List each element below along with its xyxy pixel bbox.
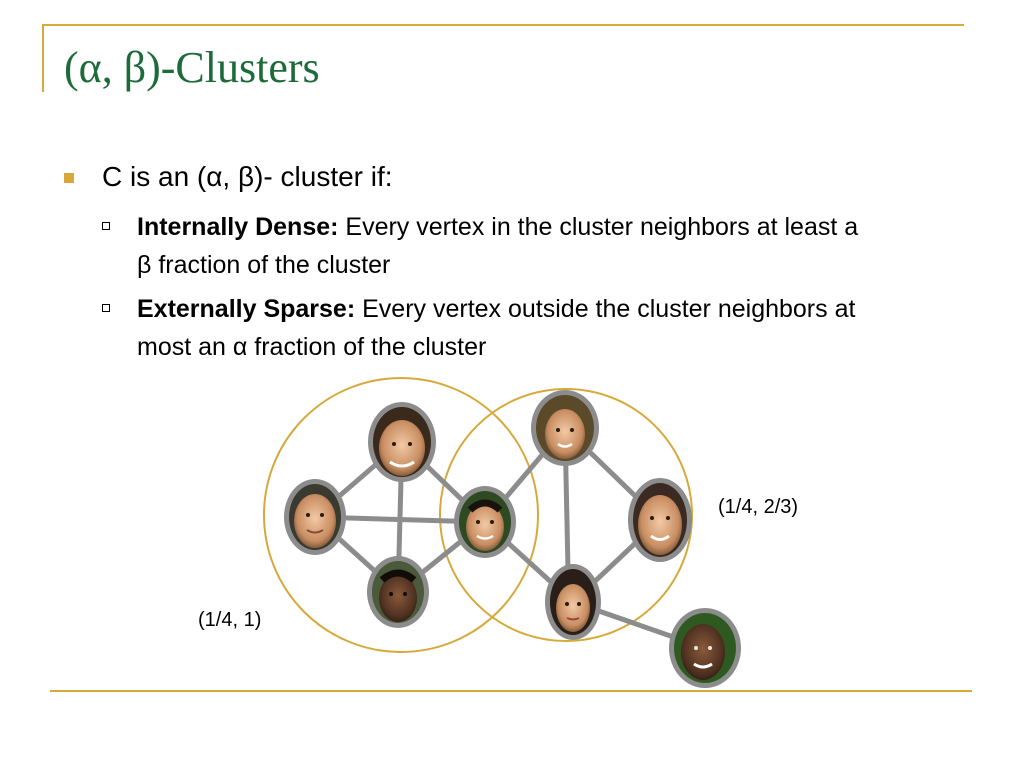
person-node-icon bbox=[628, 478, 692, 562]
right-cluster-circle bbox=[439, 388, 693, 642]
sub-bullet-text: Every vertex in the cluster neighbors at… bbox=[137, 213, 859, 279]
left-cluster-circle bbox=[263, 377, 539, 653]
square-bullet-icon bbox=[64, 173, 74, 183]
main-bullet: C is an (α, β)- cluster if: bbox=[62, 160, 962, 194]
sub-bullet-text: Every vertex outside the cluster neighbo… bbox=[137, 295, 856, 361]
hollow-square-bullet-icon bbox=[102, 304, 110, 312]
right-cluster-label: (1/4, 2/3) bbox=[718, 496, 799, 518]
person-node-icon bbox=[531, 390, 599, 466]
person-node-icon bbox=[367, 556, 429, 628]
sub-bullet-label: Internally Dense: bbox=[137, 213, 339, 241]
top-rule bbox=[42, 24, 964, 26]
person-node-icon bbox=[454, 486, 516, 558]
slide-title: (α, β)-Clusters bbox=[64, 43, 320, 92]
hollow-square-bullet-icon bbox=[102, 222, 110, 230]
person-node-icon bbox=[545, 564, 601, 640]
main-bullet-text: C is an (α, β)- cluster if: bbox=[102, 161, 393, 192]
sub-bullet-label: Externally Sparse: bbox=[137, 295, 356, 323]
person-node-icon bbox=[669, 608, 741, 688]
person-node-icon bbox=[284, 479, 346, 555]
bullet-list: C is an (α, β)- cluster if: Internally D… bbox=[62, 160, 962, 366]
person-node-icon bbox=[368, 402, 436, 482]
sub-bullet-internally-dense: Internally Dense: Every vertex in the cl… bbox=[62, 208, 877, 284]
bottom-rule bbox=[50, 690, 972, 692]
sub-bullet-externally-sparse: Externally Sparse: Every vertex outside … bbox=[62, 290, 877, 366]
left-cluster-label: (1/4, 1) bbox=[198, 609, 262, 631]
left-rule bbox=[42, 24, 44, 92]
